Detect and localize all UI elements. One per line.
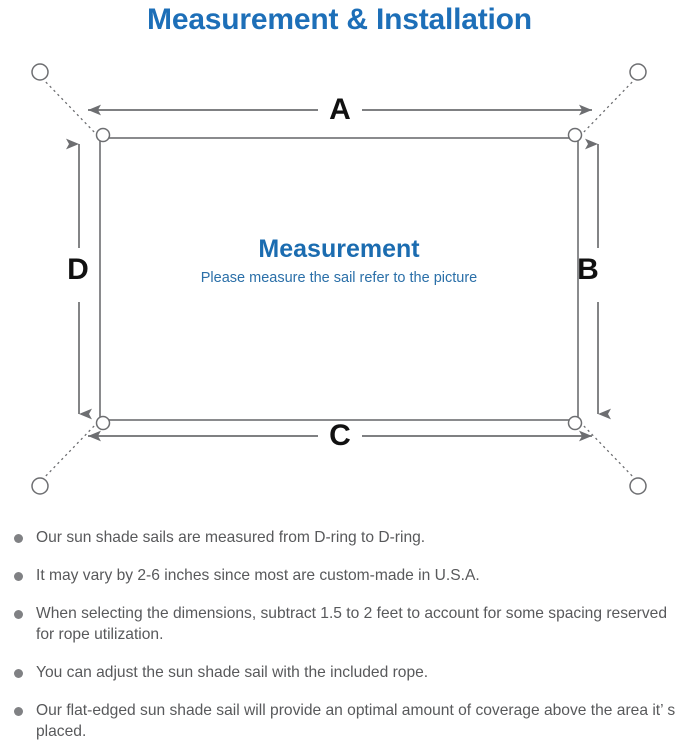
list-item: Our sun shade sails are measured from D-… <box>8 527 676 548</box>
notes-list: Our sun shade sails are measured from D-… <box>8 527 676 742</box>
list-item: You can adjust the sun shade sail with t… <box>8 662 676 683</box>
anchor-point-bottom-right <box>629 477 647 495</box>
dimension-label-d: D <box>67 253 89 286</box>
sail-outline <box>99 137 579 421</box>
list-item: When selecting the dimensions, subtract … <box>8 603 676 645</box>
note-text: Our flat-edged sun shade sail will provi… <box>36 702 676 740</box>
dimension-label-c: C <box>329 419 351 452</box>
anchor-point-bottom-left <box>31 477 49 495</box>
d-ring-bottom-left <box>95 415 111 431</box>
rope-top-left <box>39 75 99 137</box>
bullet-icon <box>14 669 23 678</box>
bullet-icon <box>14 707 23 716</box>
d-ring-bottom-right <box>567 415 583 431</box>
dimension-label-b: B <box>577 253 599 286</box>
rope-top-right <box>579 75 639 137</box>
dimension-label-a: A <box>329 93 351 126</box>
list-item: It may vary by 2-6 inches since most are… <box>8 565 676 586</box>
rope-bottom-left <box>39 421 99 483</box>
bullet-icon <box>14 572 23 581</box>
note-text: Our sun shade sails are measured from D-… <box>36 529 426 546</box>
anchor-point-top-right <box>629 63 647 81</box>
note-text: When selecting the dimensions, subtract … <box>36 605 668 643</box>
d-ring-top-left <box>95 127 111 143</box>
list-item: Our flat-edged sun shade sail will provi… <box>8 700 676 742</box>
page-title: Measurement & Installation <box>147 3 532 36</box>
bullet-icon <box>14 610 23 619</box>
note-text: It may vary by 2-6 inches since most are… <box>36 567 480 584</box>
anchor-point-top-left <box>31 63 49 81</box>
sun-shade-sail-measurement-diagram: A B C D Measurement Please measure the s… <box>0 52 679 517</box>
note-text: You can adjust the sun shade sail with t… <box>36 664 429 681</box>
rope-bottom-right <box>579 421 639 483</box>
d-ring-top-right <box>567 127 583 143</box>
bullet-icon <box>14 534 23 543</box>
